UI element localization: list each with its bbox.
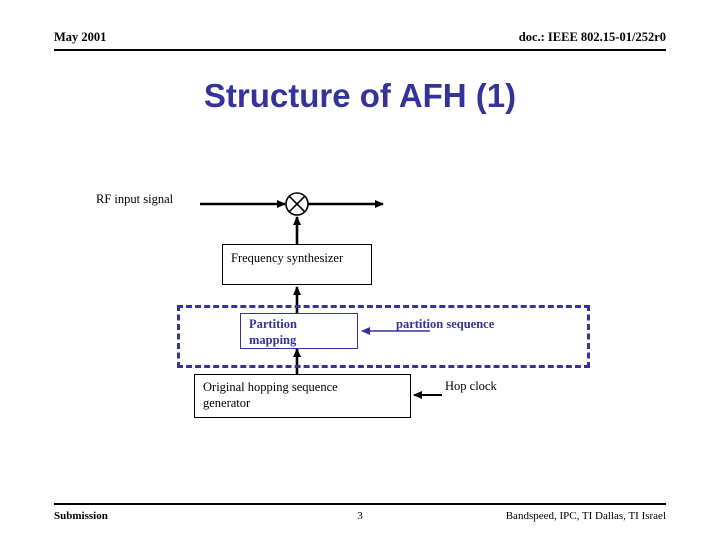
mixer-cross-circle-icon xyxy=(285,192,309,216)
page-title: Structure of AFH (1) xyxy=(203,77,517,114)
hopping-generator-label-group: Original hopping sequence generator xyxy=(195,375,410,415)
header-divider xyxy=(54,49,666,51)
footer-affiliation: Bandspeed, IPC, TI Dallas, TI Israel xyxy=(505,510,666,522)
rf-input-signal-label: RF input signal xyxy=(96,192,174,206)
footer-page-number: 3 xyxy=(357,510,363,522)
header-date: May 2001 xyxy=(54,30,107,44)
original-hopping-sequence-generator-box: Original hopping sequence generator xyxy=(194,374,411,418)
partition-mapping-box: Partition mapping xyxy=(240,313,358,349)
slide-header: May 2001 doc.: IEEE 802.15-01/252r0 xyxy=(54,30,666,50)
hopping-generator-label-line2: generator xyxy=(203,396,251,410)
footer-divider xyxy=(54,503,666,505)
hopping-generator-label-line1: Original hopping sequence xyxy=(203,380,338,394)
partition-mapping-label-group: Partition mapping xyxy=(241,314,357,350)
frequency-synthesizer-label: Frequency synthesizer xyxy=(231,251,344,265)
frequency-synthesizer-box: Frequency synthesizer xyxy=(222,244,372,285)
slide-footer: Submission 3 Bandspeed, IPC, TI Dallas, … xyxy=(54,510,666,526)
partition-mapping-label-line1: Partition xyxy=(249,317,297,331)
footer-submission-label: Submission xyxy=(54,510,108,522)
header-document-number: doc.: IEEE 802.15-01/252r0 xyxy=(518,30,666,44)
partition-mapping-label-line2: mapping xyxy=(249,333,297,347)
afh-extension-region xyxy=(177,305,590,368)
partition-sequence-label: partition sequence xyxy=(396,317,495,331)
hop-clock-label: Hop clock xyxy=(445,379,497,393)
